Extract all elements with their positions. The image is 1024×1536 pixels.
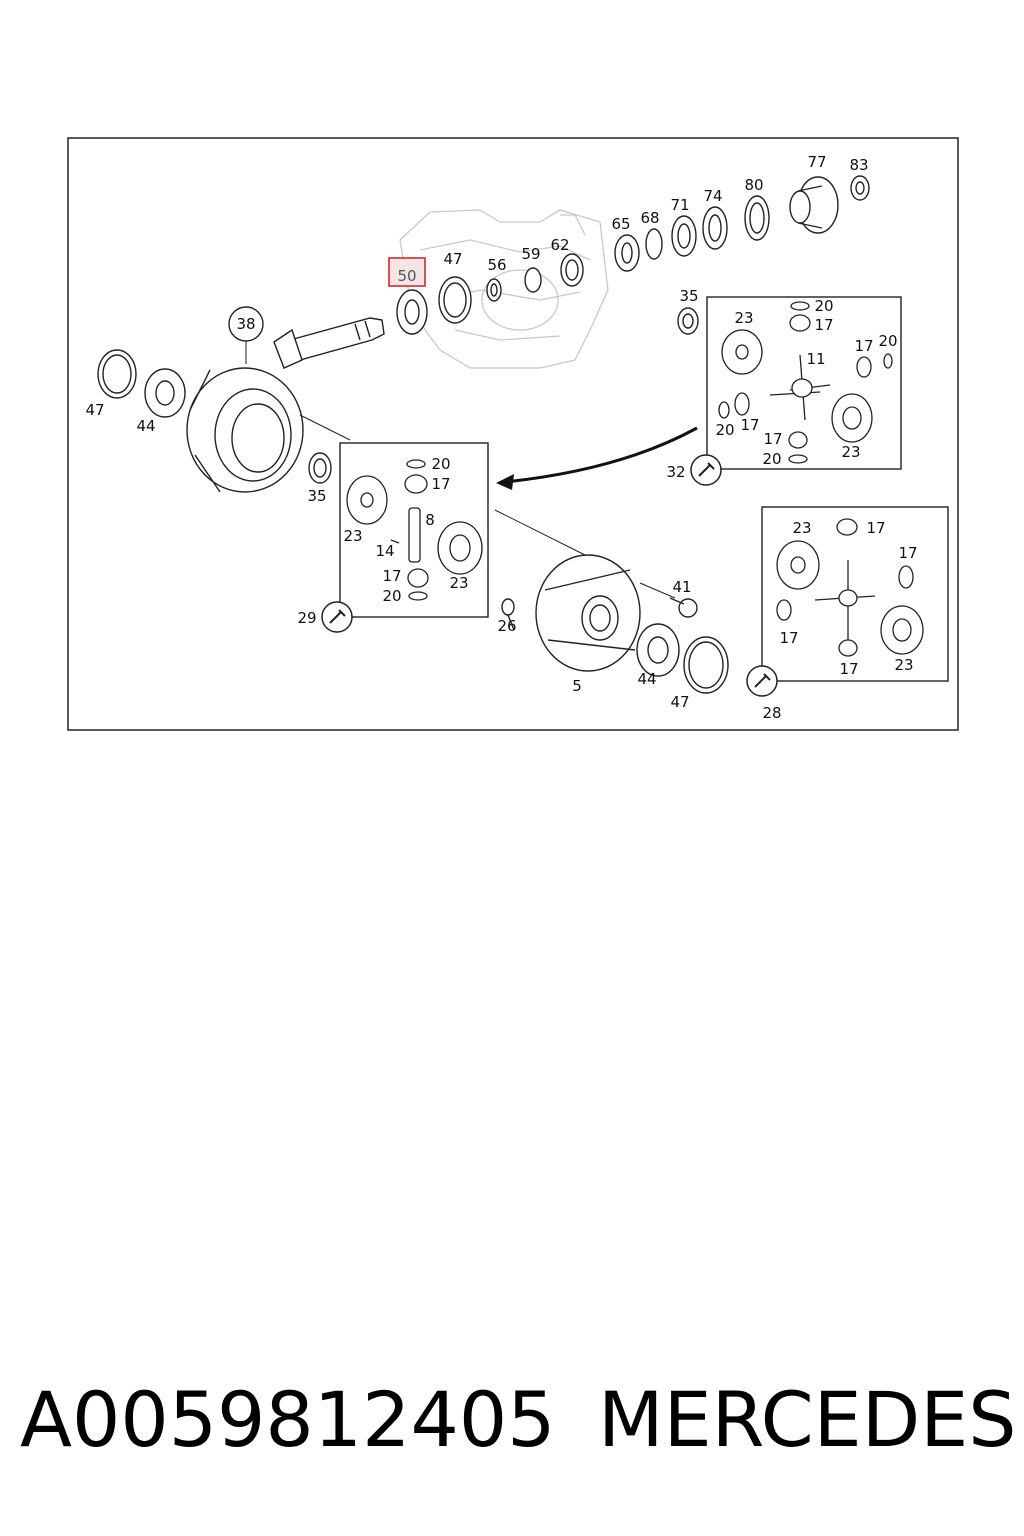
label: 83 xyxy=(849,156,868,174)
label: 17 xyxy=(382,567,401,585)
label: 23 xyxy=(734,309,753,327)
label: 41 xyxy=(672,578,691,596)
label: 23 xyxy=(894,656,913,674)
label: 80 xyxy=(744,176,763,194)
wrench-icon xyxy=(321,601,353,633)
label: 20 xyxy=(431,455,450,473)
arrow-head xyxy=(496,474,514,490)
label: 23 xyxy=(792,519,811,537)
arrow-curve xyxy=(504,426,698,484)
leader-41 xyxy=(639,582,676,599)
label: 17 xyxy=(814,316,833,334)
exploded-parts-diagram: 77 83 80 74 71 68 65 62 59 56 47 50 38 3… xyxy=(67,137,959,731)
leader-ring-gear-box xyxy=(299,414,351,441)
label: 74 xyxy=(703,187,722,205)
label: 26 xyxy=(497,617,516,635)
label: 11 xyxy=(806,350,825,368)
label: 35 xyxy=(307,487,326,505)
label: 14 xyxy=(375,542,394,560)
label: 17 xyxy=(898,544,917,562)
highlighted-label-50[interactable]: 50 xyxy=(397,267,416,285)
label: 47 xyxy=(85,401,104,419)
label: 8 xyxy=(425,511,435,529)
label: 5 xyxy=(572,677,582,695)
label: 56 xyxy=(487,256,506,274)
label: 20 xyxy=(814,297,833,315)
label: 20 xyxy=(715,421,734,439)
label: 20 xyxy=(878,332,897,350)
label: 47 xyxy=(443,250,462,268)
part-number: A0059812405 xyxy=(20,1375,556,1464)
callout-labels: 77 83 80 74 71 68 65 62 59 56 47 50 38 3… xyxy=(85,153,917,722)
label: 65 xyxy=(611,215,630,233)
axle-housing-outline xyxy=(399,209,609,369)
label: 32 xyxy=(666,463,685,481)
label: 17 xyxy=(866,519,885,537)
detail-box-28-parts xyxy=(776,518,924,657)
label: 23 xyxy=(841,443,860,461)
label: 23 xyxy=(343,527,362,545)
ring-gear-group xyxy=(97,349,332,493)
detail-box-32-parts xyxy=(718,301,893,464)
label: 17 xyxy=(740,416,759,434)
highlight-box-50 xyxy=(388,257,426,287)
label: 28 xyxy=(762,704,781,722)
brand-name: MERCEDES xyxy=(598,1375,1017,1464)
label: 17 xyxy=(763,430,782,448)
label: 68 xyxy=(640,209,659,227)
label: 17 xyxy=(839,660,858,678)
wrench-icon xyxy=(690,454,722,486)
detail-box-29-parts xyxy=(346,459,483,601)
footer-caption: A0059812405 MERCEDES xyxy=(0,1365,1024,1475)
label: 23 xyxy=(449,574,468,592)
label: 47 xyxy=(670,693,689,711)
leader-box2-housing xyxy=(494,509,586,556)
label: 17 xyxy=(431,475,450,493)
wrench-icon xyxy=(746,665,778,697)
differential-housing-group xyxy=(501,554,729,694)
diagram-frame xyxy=(67,137,959,731)
callout-circle-38 xyxy=(228,306,264,342)
label: 62 xyxy=(550,236,569,254)
label: 77 xyxy=(807,153,826,171)
label: 20 xyxy=(762,450,781,468)
label: 38 xyxy=(236,315,255,333)
label: 71 xyxy=(670,196,689,214)
label: 17 xyxy=(779,629,798,647)
label: 44 xyxy=(136,417,155,435)
label: 44 xyxy=(637,670,656,688)
label: 29 xyxy=(297,609,316,627)
label: 17 xyxy=(854,337,873,355)
pinion-parts-row xyxy=(273,175,870,369)
label: 20 xyxy=(382,587,401,605)
label: 35 xyxy=(679,287,698,305)
label: 59 xyxy=(521,245,540,263)
